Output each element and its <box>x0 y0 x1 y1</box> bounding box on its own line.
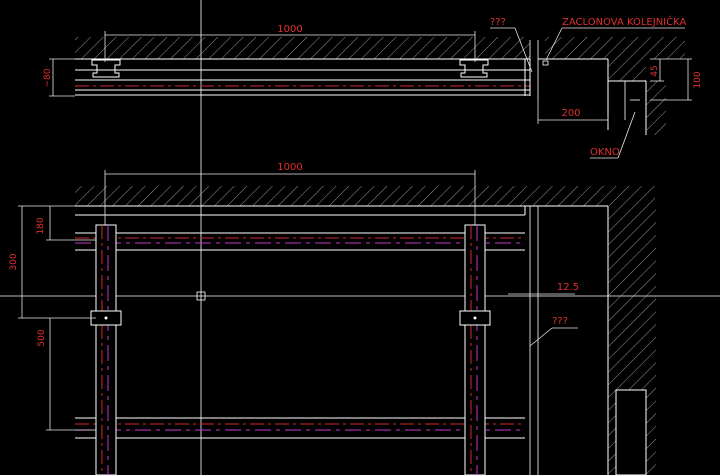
section-detail: 1000 ~80 45 100 200 ??? Z <box>43 15 703 159</box>
dim-180: 180 <box>36 217 46 234</box>
label-zaclonova: ZACLONOVA KOLEJNIČKA <box>562 15 686 28</box>
dim-500: 500 <box>37 329 47 346</box>
label-okno: OKNO <box>590 147 620 158</box>
plan-view: 1000 180 300 500 12.5 ??? <box>9 162 656 475</box>
rail-holder-right <box>459 59 489 78</box>
dim-plan-width: 1000 <box>277 162 302 173</box>
rail-holder-left <box>91 59 121 78</box>
ceiling-hatch-top <box>75 37 530 59</box>
dim-200: 200 <box>561 108 580 119</box>
dim-300: 300 <box>9 253 19 270</box>
wall-hatch-plan-top <box>75 186 655 206</box>
post-right <box>464 224 486 475</box>
label-unknown-top: ??? <box>490 17 506 28</box>
dim-12-5: 12.5 <box>557 282 579 293</box>
dim-top-left: ~80 <box>43 68 53 87</box>
label-unknown-right: ??? <box>552 316 568 327</box>
dim-100: 100 <box>693 71 703 88</box>
dim-top-width: 1000 <box>277 24 302 35</box>
dim-45: 45 <box>650 65 660 76</box>
post-left <box>95 224 117 475</box>
wall-hatch-top-right <box>545 37 685 59</box>
